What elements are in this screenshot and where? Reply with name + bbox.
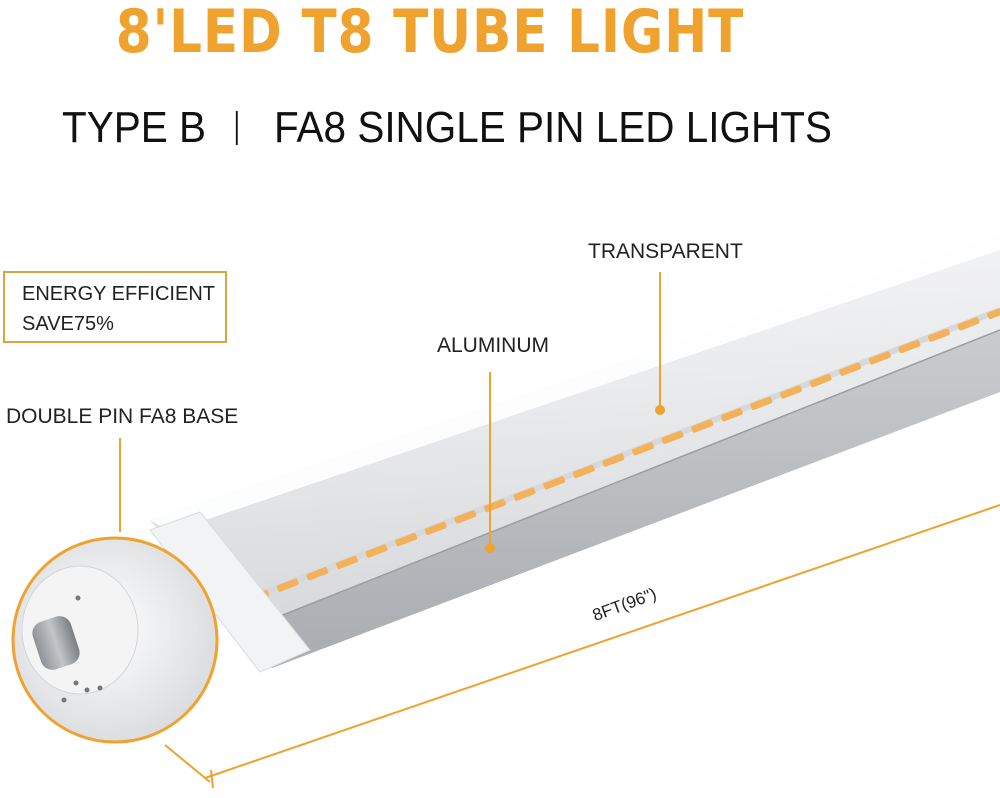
led-chip bbox=[454, 510, 477, 524]
led-chip bbox=[868, 351, 891, 365]
led-chip bbox=[513, 487, 536, 501]
energy-callout: ENERGY EFFICIENT SAVE75% bbox=[3, 271, 227, 343]
led-chip bbox=[809, 374, 832, 388]
led-chip bbox=[543, 476, 566, 490]
led-chip bbox=[661, 430, 684, 445]
subtitle-type: TYPE B bbox=[62, 103, 206, 152]
tube-body bbox=[150, 235, 1000, 668]
label-transparent: TRANSPARENT bbox=[588, 240, 743, 263]
led-chip bbox=[276, 578, 299, 592]
callout-line-2: SAVE75% bbox=[22, 313, 114, 335]
label-base: DOUBLE PIN FA8 BASE bbox=[6, 405, 239, 428]
led-chip bbox=[987, 305, 1000, 320]
led-chip bbox=[602, 453, 625, 467]
led-chip bbox=[898, 339, 921, 354]
subtitle-divider bbox=[235, 111, 238, 145]
label-aluminum: ALUMINUM bbox=[437, 334, 550, 357]
led-chip bbox=[957, 317, 980, 331]
page-title: 8'LED T8 TUBE LIGHT bbox=[115, 0, 745, 67]
led-chip bbox=[839, 362, 862, 376]
led-chip bbox=[306, 567, 329, 581]
led-chip bbox=[750, 396, 773, 410]
led-chip bbox=[572, 464, 595, 479]
led-chip bbox=[395, 533, 418, 547]
subtitle-description: FA8 SINGLE PIN LED LIGHTS bbox=[274, 103, 832, 152]
subtitle: TYPE B FA8 SINGLE PIN LED LIGHTS bbox=[62, 98, 832, 158]
led-chip bbox=[780, 385, 802, 399]
aluminum-strip bbox=[250, 330, 1000, 668]
led-chip bbox=[928, 328, 950, 342]
led-chip bbox=[424, 521, 447, 535]
tube-highlight bbox=[150, 235, 1000, 532]
end-cap-ring bbox=[149, 511, 311, 673]
led-chip bbox=[365, 544, 388, 558]
callout-line-1: ENERGY EFFICIENT bbox=[22, 283, 215, 305]
led-chip bbox=[336, 555, 358, 570]
led-chip bbox=[691, 419, 714, 433]
led-chip bbox=[720, 408, 743, 422]
led-chip bbox=[632, 442, 654, 456]
fa8-pin bbox=[32, 616, 80, 670]
